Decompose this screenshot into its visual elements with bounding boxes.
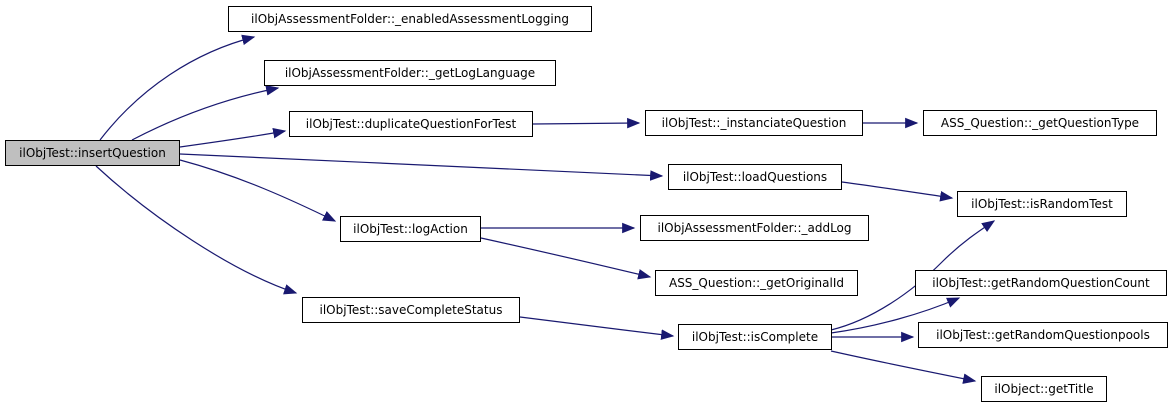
edge-iscomplete-to-getrandomquestioncount — [830, 297, 961, 334]
node-ilobjassessmentfolder-getloglanguage[interactable]: ilObjAssessmentFolder::_getLogLanguage — [264, 60, 556, 86]
node-ilobjtest-loadquestions[interactable]: ilObjTest::loadQuestions — [668, 164, 842, 190]
node-ilobjtest-duplicatequestionfortest[interactable]: ilObjTest::duplicateQuestionForTest — [289, 111, 533, 137]
node-ilobjtest-savecompletestatus[interactable]: ilObjTest::saveCompleteStatus — [302, 297, 520, 323]
node-ilobjtest-instanciatequestion[interactable]: ilObjTest::_instanciateQuestion — [645, 110, 863, 136]
node-ilobjassessmentfolder-enabledassessmentlogging[interactable]: ilObjAssessmentFolder::_enabledAssessmen… — [228, 6, 592, 32]
node-ilobjtest-getrandomquestioncount[interactable]: ilObjTest::getRandomQuestionCount — [915, 270, 1167, 296]
edge-insertquestion-to-getloglanguage — [131, 85, 280, 141]
node-ilobject-gettitle[interactable]: ilObject::getTitle — [981, 376, 1107, 402]
edge-iscomplete-to-gettitle — [830, 350, 977, 384]
edge-loadquestions-to-israndomtest — [841, 181, 954, 202]
node-ilobjassessmentfolder-addlog[interactable]: ilObjAssessmentFolder::_addLog — [640, 215, 869, 241]
node-ilobjtest-logaction[interactable]: ilObjTest::logAction — [340, 216, 481, 242]
edge-insertquestion-to-logaction — [179, 159, 337, 222]
node-ilobjtest-iscomplete[interactable]: ilObjTest::isComplete — [678, 324, 832, 350]
node-ass-question-getquestiontype[interactable]: ASS_Question::_getQuestionType — [923, 110, 1157, 136]
node-ass-question-getoriginalid[interactable]: ASS_Question::_getOriginalId — [655, 270, 858, 296]
edge-insertquestion-to-duplicatequestionfortest — [179, 127, 287, 148]
edge-insertquestion-to-loadquestions — [179, 153, 664, 181]
edge-duplicatequestionfortest-to-instanciatequestion — [532, 117, 641, 129]
edge-logaction-to-getoriginalid — [480, 237, 652, 280]
edge-insertquestion-to-savecompletestatus — [95, 165, 298, 295]
edge-savecompletestatus-to-iscomplete — [519, 316, 675, 340]
node-ilobjtest-getrandomquestionpools[interactable]: ilObjTest::getRandomQuestionpools — [918, 322, 1168, 348]
edge-insertquestion-to-enabledassessmentlogging — [99, 34, 256, 141]
node-ilobjtest-insertquestion: ilObjTest::insertQuestion — [5, 140, 180, 166]
edge-iscomplete-to-israndomtest — [830, 220, 996, 331]
node-ilobjtest-israndomtest[interactable]: ilObjTest::isRandomTest — [957, 191, 1127, 217]
